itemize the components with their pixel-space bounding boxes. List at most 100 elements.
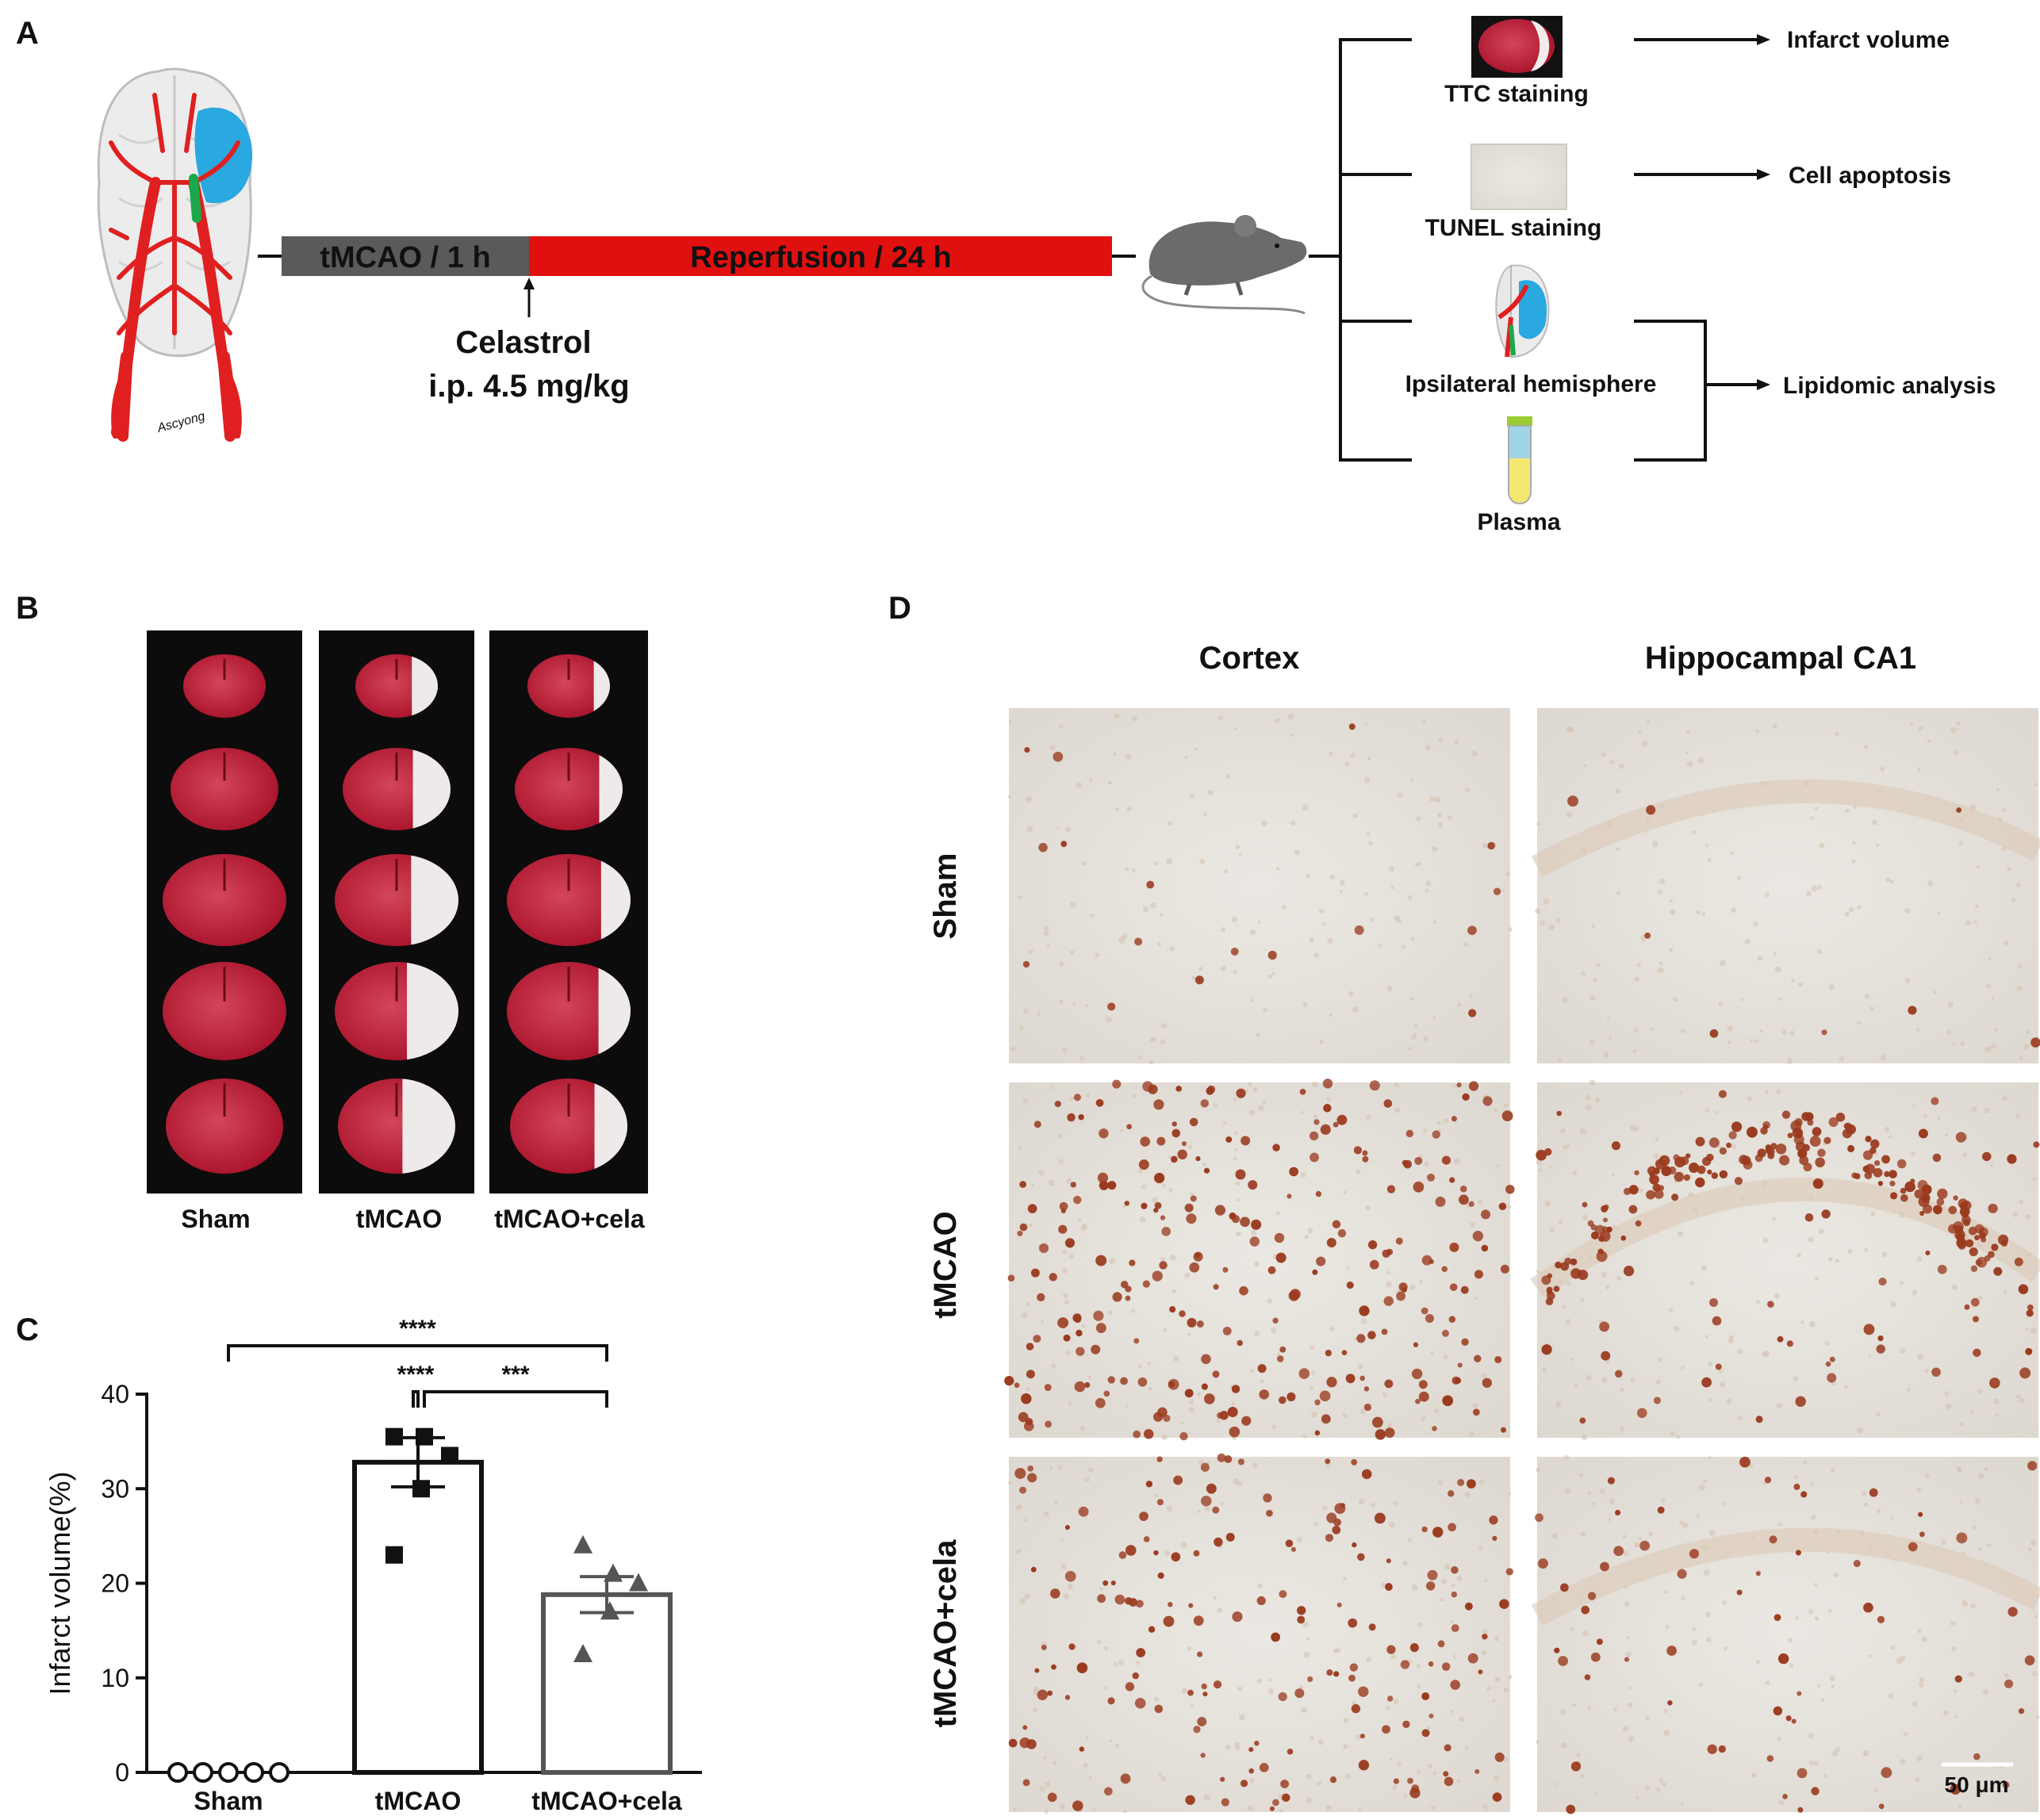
tunel-positive-cell — [1620, 1235, 1627, 1241]
tunel-positive-cell — [1395, 1237, 1403, 1245]
tunel-positive-cell — [1782, 1793, 1788, 1799]
tunel-positive-cell — [1142, 1081, 1153, 1092]
tunel-positive-cell — [1970, 1265, 1978, 1272]
tunel-positive-cell — [1712, 1316, 1722, 1326]
tunel-positive-cell — [1362, 1155, 1369, 1163]
tunel-positive-cell — [1785, 1715, 1792, 1722]
tunel-positive-cell — [1274, 1232, 1285, 1243]
tunel-positive-cell — [1828, 1117, 1839, 1128]
tunel-positive-cell — [1823, 1136, 1831, 1144]
tunel-positive-cell — [1018, 1412, 1029, 1423]
tunel-positive-cell — [1400, 1660, 1410, 1669]
tunel-positive-cell — [1325, 1349, 1333, 1357]
tunel-positive-cell — [1263, 1493, 1272, 1503]
tunel-positive-cell — [1709, 1029, 1719, 1038]
tunel-positive-cell — [2018, 1708, 2025, 1715]
tunel-positive-cell — [1578, 1270, 1589, 1281]
ttc-column-2 — [489, 630, 648, 1194]
tunel-positive-cell — [1444, 1744, 1451, 1752]
tunel-positive-cell — [1606, 1226, 1612, 1233]
tunel-positive-cell — [1257, 1364, 1267, 1374]
tunel-positive-cell — [1426, 1581, 1436, 1591]
tunel-positive-cell — [1821, 1029, 1827, 1036]
tunel-positive-cell — [1230, 947, 1239, 956]
tunel-positive-cell — [1381, 1328, 1388, 1335]
tunel-positive-cell — [1022, 1725, 1028, 1730]
branch-tree — [1339, 38, 1761, 462]
ttc-column-0 — [147, 630, 302, 1194]
tunel-positive-cell — [1316, 1256, 1326, 1266]
tunel-positive-cell — [1442, 1329, 1449, 1337]
ttc-brain-slice — [166, 1079, 283, 1174]
tunel-positive-cell — [1747, 1126, 1758, 1138]
ttc-column-1 — [319, 630, 474, 1194]
tunel-positive-cell — [1428, 1713, 1434, 1718]
tunel-positive-cell — [1654, 1190, 1664, 1199]
tunel-positive-cell — [1189, 1262, 1200, 1273]
tunel-positive-cell — [1326, 1238, 1336, 1248]
tunel-positive-cell — [1459, 1185, 1467, 1193]
tunel-positive-cell — [1129, 1259, 1136, 1266]
tunel-positive-cell — [1765, 1147, 1773, 1154]
tunel-positive-cell — [1931, 1097, 1939, 1105]
tunel-positive-cell — [1107, 1697, 1115, 1705]
tunel-positive-cell — [1600, 1561, 1609, 1572]
tunel-positive-cell — [1171, 1155, 1178, 1163]
column-header-cortex: Cortex — [1199, 641, 1300, 676]
tunel-positive-cell — [1655, 1159, 1666, 1170]
tunel-positive-cell — [1259, 1389, 1269, 1400]
tunel-positive-cell — [1462, 1093, 1470, 1101]
tunel-positive-cell — [1555, 1261, 1562, 1269]
tunel-positive-cell — [1937, 1188, 1948, 1199]
tunel-positive-cell — [1546, 1289, 1553, 1295]
tunel-positive-cell — [1451, 1116, 1457, 1122]
tunel-positive-cell — [1803, 1163, 1812, 1172]
tunel-positive-cell — [1411, 1368, 1423, 1380]
data-point — [412, 1480, 430, 1498]
tunel-positive-cell — [1972, 1316, 1980, 1323]
tunel-positive-cell — [1473, 1408, 1480, 1416]
tunel-positive-cell — [1240, 1217, 1250, 1228]
tunel-positive-cell — [1024, 747, 1030, 753]
tunel-positive-cell — [1063, 1334, 1071, 1342]
tunel-positive-cell — [1493, 887, 1501, 895]
tunel-positive-cell — [1541, 1344, 1552, 1355]
tunel-positive-cell — [1844, 1122, 1852, 1130]
tunel-positive-cell — [1267, 950, 1277, 960]
tunel-positive-cell — [1937, 1264, 1947, 1274]
tunel-positive-cell — [1154, 1704, 1164, 1714]
tunel-positive-cell — [1731, 1121, 1743, 1132]
tunel-positive-cell — [1333, 1121, 1339, 1128]
significance-bracket — [412, 1390, 420, 1408]
tunel-positive-cell — [1047, 1690, 1053, 1696]
tunel-positive-cell — [1359, 1305, 1370, 1316]
tunel-positive-cell — [1402, 1159, 1409, 1166]
tunel-positive-cell — [1034, 1668, 1040, 1673]
tunel-positive-cell — [1021, 1393, 1032, 1404]
tunel-positive-cell — [1073, 1094, 1081, 1102]
tunel-positive-cell — [1383, 1099, 1393, 1108]
tunel-positive-cell — [1126, 1124, 1133, 1130]
tunel-positive-cell — [1649, 1171, 1655, 1178]
micrograph-0-1 — [1531, 708, 2040, 1064]
tunel-positive-cell — [1348, 1674, 1356, 1682]
tunel-positive-cell — [1414, 1156, 1423, 1165]
tunel-positive-cell — [1134, 937, 1143, 946]
tunel-positive-cell — [1817, 1148, 1826, 1157]
tunel-positive-cell — [1932, 1153, 1942, 1163]
tunel-positive-cell — [1451, 1591, 1458, 1598]
row-label-tmcao-cela: tMCAO+cela — [928, 1539, 963, 1727]
tunel-positive-cell — [1718, 1745, 1726, 1753]
tunel-positive-cell — [1156, 1456, 1163, 1462]
tunel-positive-cell — [1190, 1195, 1197, 1202]
tunel-positive-cell — [1393, 1778, 1400, 1784]
tunel-positive-cell — [1237, 1339, 1244, 1347]
tunel-positive-cell — [1014, 1467, 1026, 1479]
tunel-positive-cell — [1442, 1395, 1454, 1407]
tunel-positive-cell — [1279, 1346, 1287, 1353]
tunel-positive-cell — [1272, 1317, 1279, 1324]
tunel-positive-cell — [1049, 1588, 1060, 1599]
tunel-positive-cell — [1767, 1301, 1774, 1308]
tunel-positive-cell — [1214, 1537, 1223, 1547]
tunel-positive-cell — [1719, 1147, 1727, 1155]
